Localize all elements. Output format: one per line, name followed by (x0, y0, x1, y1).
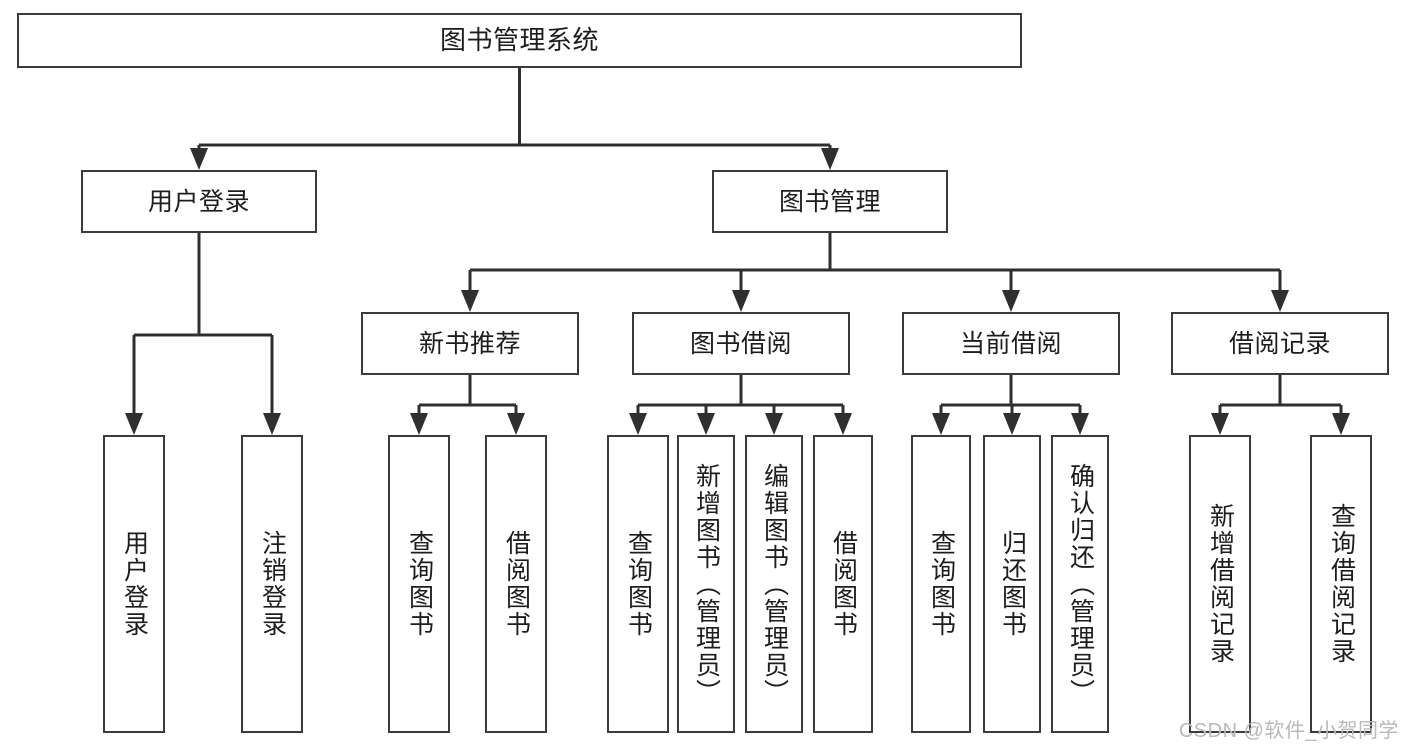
node-leaf-bb-query[interactable]: 查询图书 (607, 435, 669, 733)
node-leaf-bb-add[interactable]: 新增图书（管理员） (677, 435, 735, 733)
node-book-manage[interactable]: 图书管理 (712, 170, 948, 233)
node-leaf-br-add[interactable]: 新增借阅记录 (1189, 435, 1251, 733)
node-label: 查询图书 (624, 530, 653, 638)
node-label: 新增借阅记录 (1206, 503, 1235, 665)
edge-br-bus-arrow-0 (1211, 413, 1229, 435)
node-label: 查询图书 (927, 530, 956, 638)
node-user-login[interactable]: 用户登录 (81, 170, 317, 233)
node-label: 图书借阅 (689, 329, 792, 358)
node-label: 新增图书（管理员） (692, 462, 721, 706)
edge-bm-bus-arrow-0 (461, 290, 479, 312)
node-label: 确认归还（管理员） (1066, 462, 1095, 706)
node-label: 编辑图书（管理员） (760, 462, 789, 706)
node-label: 注销登录 (258, 530, 287, 638)
edge-bm-bus-arrow-1 (732, 290, 750, 312)
edge-bb-bus-arrow-0 (629, 413, 647, 435)
edge-ul-bus-arrow-0 (125, 413, 143, 435)
node-label: 借阅图书 (502, 530, 531, 638)
node-label: 查询借阅记录 (1327, 503, 1356, 665)
node-label: 图书管理系统 (439, 24, 599, 55)
node-book-borrow[interactable]: 图书借阅 (632, 312, 850, 375)
edge-bb-bus-arrow-1 (697, 413, 715, 435)
edge-nbr-bus-arrow-1 (507, 413, 525, 435)
edge-bb-bus-arrow-3 (834, 413, 852, 435)
edge-cb-bus-arrow-1 (1003, 413, 1021, 435)
node-label: 新书推荐 (418, 329, 521, 358)
node-current-borrow[interactable]: 当前借阅 (902, 312, 1120, 375)
node-label: 用户登录 (120, 530, 149, 638)
node-label: 当前借阅 (959, 329, 1062, 358)
node-leaf-rec-borrow[interactable]: 借阅图书 (485, 435, 547, 733)
node-leaf-bb-edit[interactable]: 编辑图书（管理员） (745, 435, 803, 733)
edge-cb-bus-arrow-2 (1071, 413, 1089, 435)
edge-root-bus-arrow-1 (821, 148, 839, 170)
node-leaf-cb-confirm[interactable]: 确认归还（管理员） (1051, 435, 1109, 733)
node-root[interactable]: 图书管理系统 (17, 13, 1022, 68)
node-leaf-logout[interactable]: 注销登录 (241, 435, 303, 733)
node-label: 借阅图书 (829, 530, 858, 638)
node-leaf-rec-query[interactable]: 查询图书 (388, 435, 450, 733)
node-leaf-user-login[interactable]: 用户登录 (103, 435, 165, 733)
node-leaf-cb-return[interactable]: 归还图书 (983, 435, 1041, 733)
edge-bb-bus-arrow-2 (765, 413, 783, 435)
edge-cb-bus-arrow-0 (932, 413, 950, 435)
node-leaf-cb-query[interactable]: 查询图书 (911, 435, 971, 733)
node-label: 借阅记录 (1228, 329, 1331, 358)
edge-bm-bus-arrow-2 (1002, 290, 1020, 312)
edge-br-bus-arrow-1 (1332, 413, 1350, 435)
edge-ul-bus-arrow-1 (263, 413, 281, 435)
edge-nbr-bus-arrow-0 (410, 413, 428, 435)
node-leaf-bb-borrow[interactable]: 借阅图书 (813, 435, 873, 733)
edge-root-bus-arrow-0 (190, 148, 208, 170)
node-label: 图书管理 (778, 187, 881, 216)
node-label: 归还图书 (998, 530, 1027, 638)
node-label: 用户登录 (147, 187, 250, 216)
node-label: 查询图书 (405, 530, 434, 638)
edge-bm-bus-arrow-3 (1271, 290, 1289, 312)
node-leaf-br-query[interactable]: 查询借阅记录 (1310, 435, 1372, 733)
node-new-book-rec[interactable]: 新书推荐 (361, 312, 579, 375)
node-borrow-record[interactable]: 借阅记录 (1171, 312, 1389, 375)
